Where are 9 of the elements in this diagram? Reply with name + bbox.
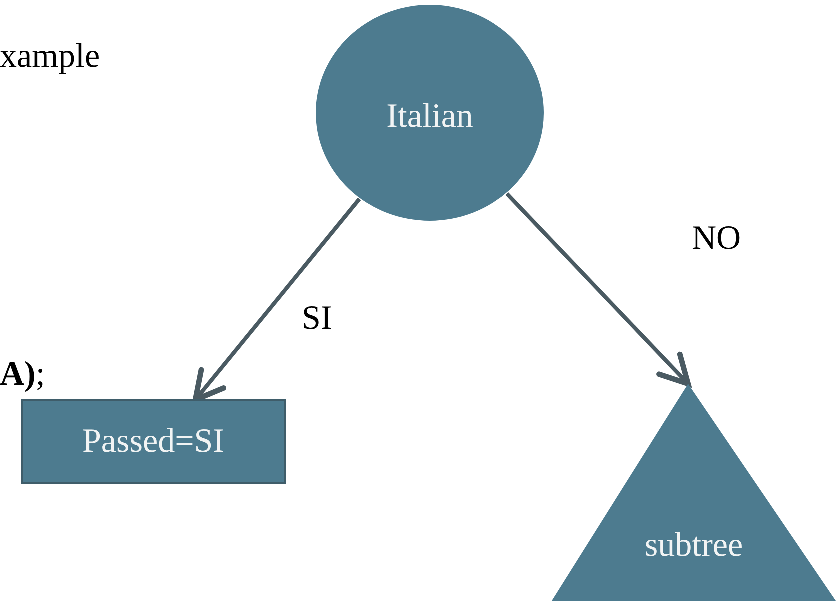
node-label: subtree [644,526,744,565]
text-fragment: A); [0,356,46,394]
node-label: Italian [386,98,474,136]
triangle-node [552,384,836,601]
process-box [22,400,285,483]
node-label: Passed=SI [82,422,224,460]
ellipse-node [315,4,545,222]
arrow [506,192,692,387]
text-fragment: xample [0,38,100,76]
